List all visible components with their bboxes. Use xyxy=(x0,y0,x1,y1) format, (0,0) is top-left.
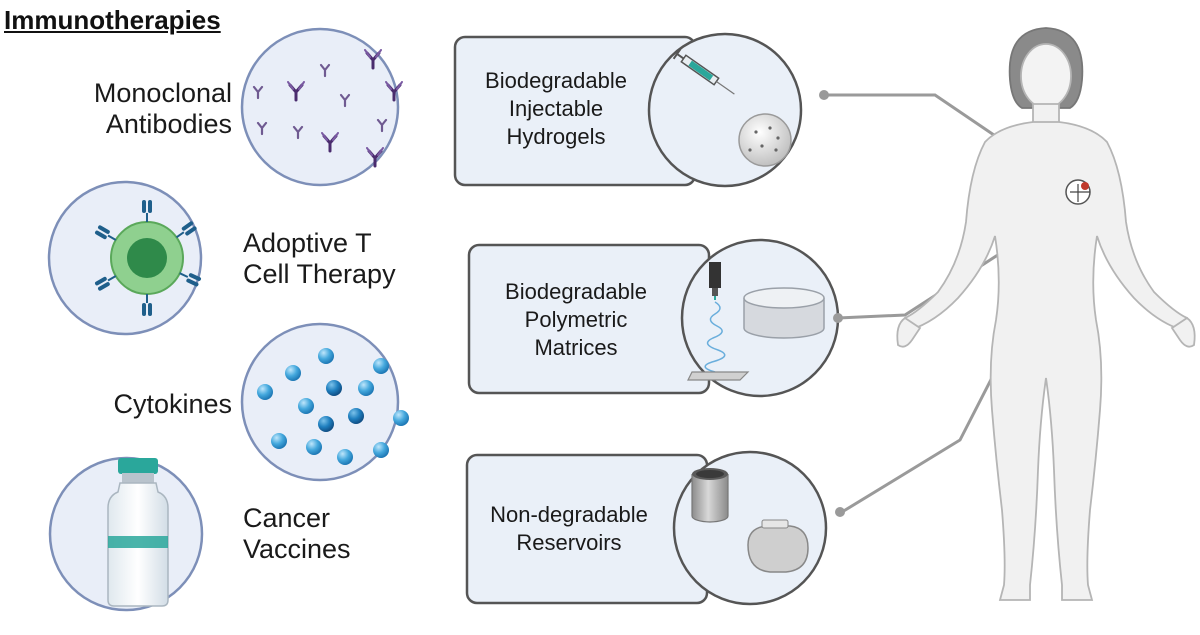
label-line: Cell Therapy xyxy=(243,259,396,289)
hydrogels-card xyxy=(453,32,829,188)
label-line: Monoclonal xyxy=(93,78,232,108)
reservoirs-card xyxy=(465,450,845,606)
syringe-icon xyxy=(672,48,735,95)
label-line: Adoptive T xyxy=(243,228,372,258)
box-line: Biodegradable xyxy=(505,279,647,304)
box-line: Injectable xyxy=(508,96,604,121)
label-adoptive-t-cell: Adoptive T Cell Therapy xyxy=(243,228,433,290)
label-cytokines: Cytokines xyxy=(90,389,232,420)
implant-pump-icon xyxy=(747,519,809,573)
box-line: Hydrogels xyxy=(506,124,606,149)
antibody-icon xyxy=(240,27,404,187)
t-cell-icon xyxy=(47,180,203,336)
label-hydrogels: Biodegradable Injectable Hydrogels xyxy=(466,67,646,151)
vaccine-vial-icon xyxy=(48,456,204,612)
hydrogel-icon xyxy=(738,113,792,167)
box-line: Non-degradable xyxy=(490,502,648,527)
box-line: Polymetric xyxy=(524,307,628,332)
electrospinner-icon xyxy=(687,262,750,381)
tumor-icon xyxy=(1065,179,1091,205)
matrices-card xyxy=(467,238,843,398)
label-line: Vaccines xyxy=(243,534,351,564)
box-line: Biodegradable xyxy=(485,68,627,93)
box-line: Matrices xyxy=(534,335,618,360)
label-monoclonal-antibodies: Monoclonal Antibodies xyxy=(56,78,232,140)
box-line: Reservoirs xyxy=(516,530,622,555)
label-cancer-vaccines: Cancer Vaccines xyxy=(243,503,403,565)
label-line: Antibodies xyxy=(105,109,232,139)
label-line: Cancer xyxy=(243,503,331,533)
human-body-icon xyxy=(896,27,1196,601)
page-title: Immunotherapies xyxy=(4,5,221,35)
polymer-disc-icon xyxy=(743,287,825,339)
label-reservoirs: Non-degradable Reservoirs xyxy=(474,501,664,557)
cytokine-icon xyxy=(240,322,409,482)
label-matrices: Biodegradable Polymetric Matrices xyxy=(486,278,666,362)
label-line: Cytokines xyxy=(113,389,232,419)
reservoir-can-icon xyxy=(691,468,729,523)
